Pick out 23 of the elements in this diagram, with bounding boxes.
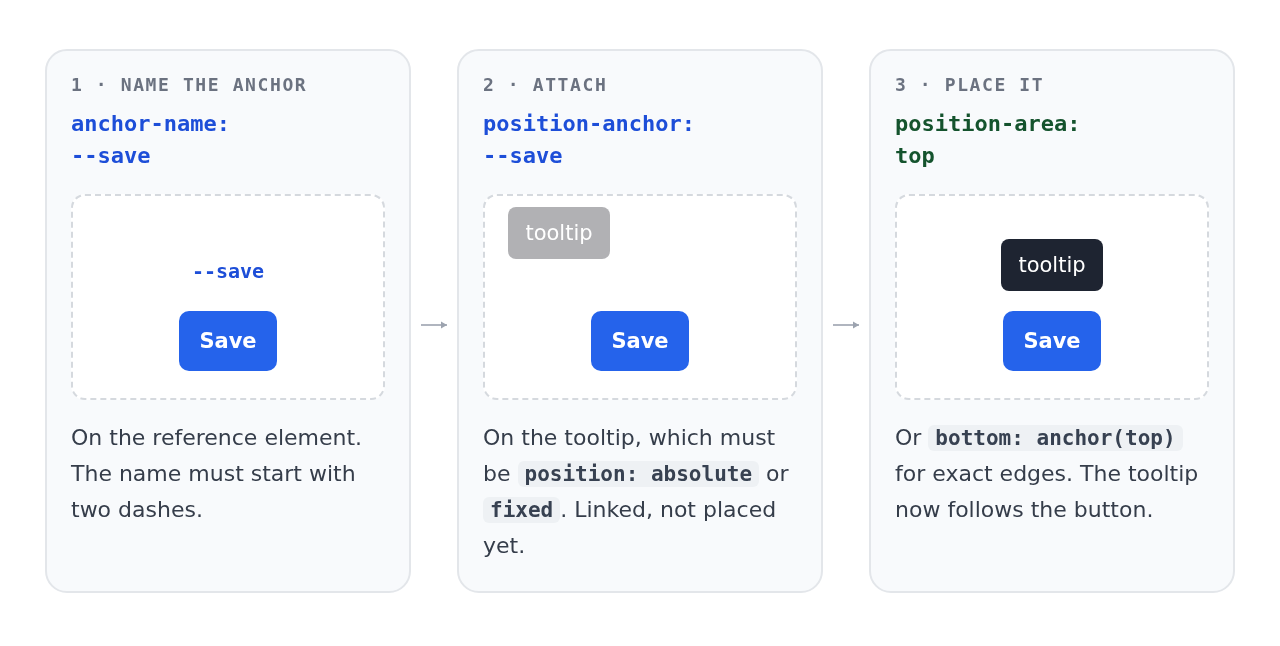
step-heading: 3 · PLACE IT (895, 73, 1045, 97)
step-card (869, 49, 1235, 593)
tooltip: tooltip (508, 207, 610, 259)
demo-area (483, 194, 797, 400)
code-label: --save (191, 258, 265, 284)
save-button: Save (591, 311, 689, 371)
step-heading: 1 · NAME THE ANCHOR (71, 73, 308, 97)
code-snippet: anchor-name: --save (71, 110, 231, 170)
save-button: Save (1003, 311, 1101, 371)
step-description: Or bottom: anchor(top) for exact edges. The tooltip now follows the button. (895, 424, 1200, 524)
step-description: On the reference element. The name must start with two dashes. (71, 424, 364, 524)
step-card (45, 49, 411, 593)
step-description: On the tooltip, which must be position: absolute or fixed. Linked, not placed yet. (483, 424, 790, 560)
save-button: Save (179, 311, 277, 371)
demo-area (895, 194, 1209, 400)
demo-area (71, 194, 385, 400)
code-snippet: position-area: top (895, 110, 1082, 170)
code-snippet: position-anchor: --save (483, 110, 696, 170)
tooltip: tooltip (1001, 239, 1103, 291)
step-heading: 2 · ATTACH (483, 73, 608, 97)
arrow (832, 321, 860, 329)
arrow (420, 321, 448, 329)
step-card (457, 49, 823, 593)
